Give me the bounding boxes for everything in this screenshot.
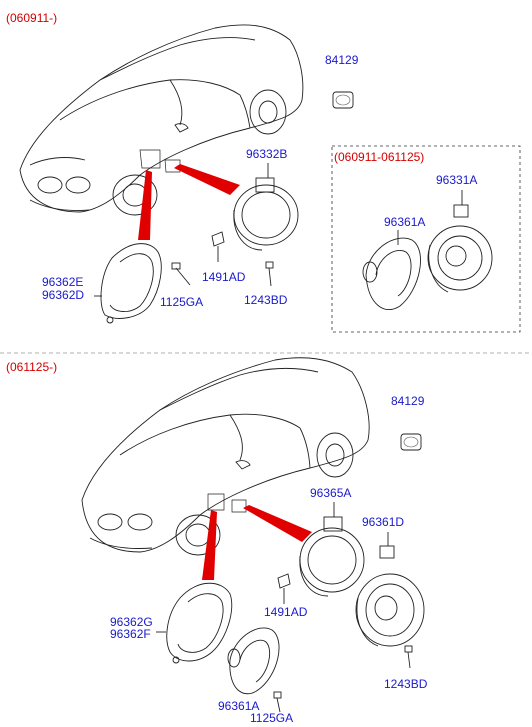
part-96332B-top: 96332B — [246, 147, 287, 161]
speaker-grille-icon — [156, 582, 233, 664]
part-96361A-bottom: 96361A — [218, 699, 259, 713]
car-top-icon — [19, 24, 304, 216]
clip-icon — [277, 573, 291, 604]
part-96361A-top: 96361A — [384, 215, 425, 229]
cap-plug-icon — [400, 433, 422, 451]
bracket-adapter-icon — [299, 502, 365, 597]
part-96362D-top: 96362D — [42, 288, 84, 302]
part-96362F: 96362F — [110, 627, 151, 641]
part-96362E-top: 96362E — [42, 275, 83, 289]
clip-icon — [211, 231, 225, 262]
leader-bottom-left — [202, 510, 217, 580]
cap-plug-icon — [332, 91, 354, 109]
part-1125GA-top: 1125GA — [160, 295, 203, 309]
subbox-period-label: (060911-061125) — [334, 150, 424, 164]
part-96362G: 96362G — [110, 615, 153, 629]
leader-bottom-right — [243, 505, 312, 542]
tweeter-icon — [427, 190, 493, 293]
variant-box — [331, 145, 521, 333]
car-bottom-icon — [81, 357, 370, 556]
woofer-speaker-icon — [355, 532, 425, 647]
woofer-speaker-icon — [227, 627, 280, 695]
leader-top-right — [174, 164, 240, 195]
screw-icon — [265, 261, 274, 287]
leader-top-left — [138, 170, 152, 240]
part-1243BD-bottom: 1243BD — [384, 677, 428, 691]
part-1491AD-bottom: 1491AD — [264, 605, 308, 619]
part-1491AD-top: 1491AD — [202, 270, 246, 284]
part-96361D: 96361D — [362, 515, 404, 529]
part-1125GA-bottom: 1125GA — [250, 711, 293, 725]
part-84129-bottom: 84129 — [391, 394, 425, 408]
part-1243BD-top: 1243BD — [244, 293, 288, 307]
part-84129-top: 84129 — [325, 53, 359, 67]
part-96331A: 96331A — [436, 173, 477, 187]
screw-icon — [273, 691, 282, 713]
bracket-adapter-icon — [233, 163, 299, 251]
woofer-speaker-icon — [362, 230, 421, 311]
screw-icon — [171, 262, 191, 286]
speaker-grille-icon — [94, 243, 162, 324]
part-96365A: 96365A — [310, 486, 351, 500]
screw-icon — [404, 645, 413, 669]
top-period-label: (060911-) — [6, 11, 57, 25]
bottom-period-label: (061125-) — [6, 360, 57, 374]
